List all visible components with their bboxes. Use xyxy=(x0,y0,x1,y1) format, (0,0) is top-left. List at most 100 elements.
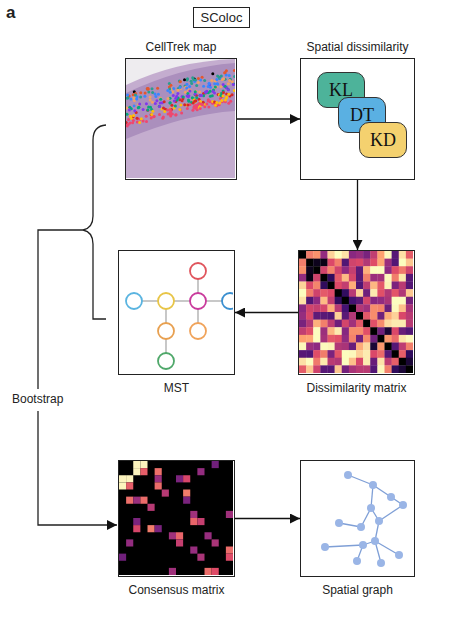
matrix-cell xyxy=(363,365,370,373)
panel: Dissimilarity matrix xyxy=(298,250,415,395)
cell-dot xyxy=(201,76,204,79)
matrix-cell xyxy=(133,518,140,525)
matrix-cell xyxy=(328,266,335,274)
matrix-cell xyxy=(148,525,155,532)
matrix-cell xyxy=(377,282,384,290)
illustration xyxy=(299,251,413,373)
cell-dot xyxy=(228,79,231,82)
matrix-cell xyxy=(190,511,197,518)
graph-edge xyxy=(325,545,363,547)
cell-dot xyxy=(193,100,196,103)
matrix-cell xyxy=(399,259,406,267)
illustration xyxy=(301,461,413,575)
cell-dot xyxy=(216,83,219,86)
panel-frame xyxy=(125,58,237,180)
cell-dot xyxy=(202,85,205,88)
cell-dot xyxy=(207,85,210,88)
cell-dot xyxy=(202,101,205,104)
matrix-cell xyxy=(140,468,147,475)
matrix-cell xyxy=(306,266,313,274)
matrix-cell xyxy=(342,350,349,358)
matrix-cell xyxy=(370,320,377,328)
cell-dot xyxy=(159,98,162,101)
tree-node xyxy=(126,293,142,309)
matrix-cell xyxy=(399,297,406,305)
cell-dot xyxy=(227,88,230,91)
cell-dot xyxy=(183,103,186,106)
matrix-cell xyxy=(335,259,342,267)
cell-dot xyxy=(132,97,135,100)
panel-frame xyxy=(300,460,415,577)
matrix-cell xyxy=(342,343,349,351)
cell-dot xyxy=(191,96,194,99)
matrix-cell xyxy=(356,251,363,259)
matrix-cell xyxy=(399,358,406,366)
matrix-cell xyxy=(176,539,183,546)
matrix-cell xyxy=(406,358,413,366)
matrix-cell xyxy=(392,335,399,343)
matrix-cell xyxy=(197,468,204,475)
matrix-cell xyxy=(155,525,162,532)
matrix-cell xyxy=(349,274,356,282)
cell-dot xyxy=(187,95,190,98)
matrix-cell xyxy=(370,274,377,282)
cell-dot xyxy=(204,91,207,94)
cell-dot xyxy=(135,98,138,101)
graph-node xyxy=(367,504,375,512)
matrix-cell xyxy=(313,259,320,267)
matrix-cell xyxy=(356,343,363,351)
matrix-cell xyxy=(392,259,399,267)
cell-dot xyxy=(150,113,153,116)
matrix-cell xyxy=(349,320,356,328)
matrix-cell xyxy=(328,312,335,320)
cell-dot xyxy=(158,105,161,108)
cell-dot xyxy=(197,77,200,80)
matrix-cell xyxy=(349,266,356,274)
cell-dot xyxy=(200,94,203,97)
cell-dot xyxy=(187,100,190,103)
matrix-cell xyxy=(176,532,183,539)
matrix-cell xyxy=(313,304,320,312)
matrix-cell xyxy=(299,304,306,312)
matrix-cell xyxy=(406,282,413,290)
matrix-cell xyxy=(306,297,313,305)
bootstrap-line xyxy=(38,230,83,389)
cell-dot xyxy=(147,88,150,91)
graph-node xyxy=(395,551,403,559)
matrix-cell xyxy=(313,335,320,343)
matrix-cell xyxy=(370,365,377,373)
cell-dot xyxy=(130,115,133,118)
matrix-cell xyxy=(335,312,342,320)
cell-dot xyxy=(172,94,175,97)
matrix-cell xyxy=(406,297,413,305)
cell-dot xyxy=(186,77,189,80)
matrix-cell xyxy=(370,343,377,351)
cell-dot xyxy=(158,113,161,116)
cell-dot xyxy=(205,102,208,105)
matrix-cell xyxy=(299,266,306,274)
cell-dot xyxy=(174,114,177,117)
matrix-cell xyxy=(356,274,363,282)
matrix-cell xyxy=(306,289,313,297)
node-label: SColoc xyxy=(201,10,243,25)
cell-dot xyxy=(132,114,135,117)
matrix-cell xyxy=(363,259,370,267)
cell-dot xyxy=(169,110,172,113)
matrix-cell xyxy=(406,289,413,297)
matrix-cell xyxy=(377,365,384,373)
panel: KLDTKDSpatial dissimilarity xyxy=(300,38,415,180)
matrix-cell xyxy=(320,365,327,373)
matrix-cell xyxy=(328,350,335,358)
tree-node xyxy=(190,293,206,309)
cell-dot xyxy=(173,100,176,103)
cell-dot xyxy=(127,96,130,99)
matrix-cell xyxy=(176,475,183,482)
panel-frame xyxy=(118,250,235,375)
matrix-cell xyxy=(119,482,126,489)
cell-dot xyxy=(219,85,222,88)
matrix-cell xyxy=(342,274,349,282)
cell-dot xyxy=(149,98,152,101)
matrix-cell xyxy=(320,343,327,351)
cell-dot xyxy=(169,91,172,94)
matrix-cell xyxy=(392,350,399,358)
